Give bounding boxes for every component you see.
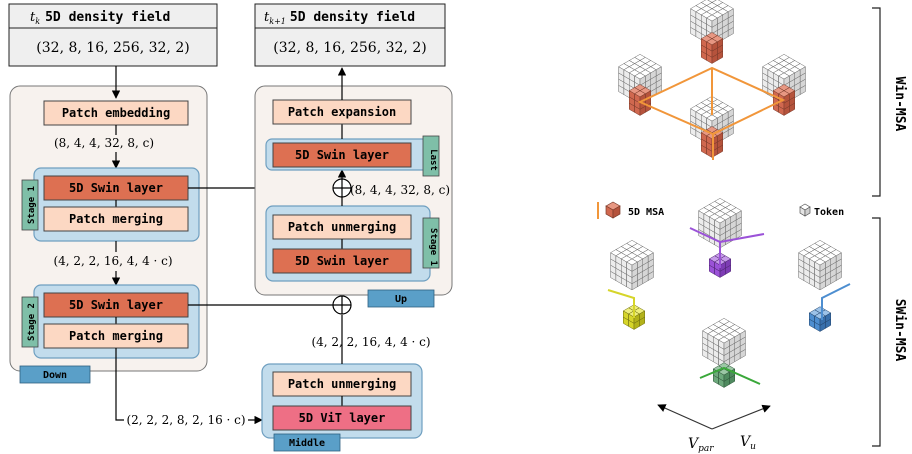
axis-v-par-arrow [657,404,713,430]
legend-token-cube [799,203,811,217]
swin-cluster-right [798,240,842,291]
up-stage1-unmerge-box [272,214,412,240]
middle-shape-in: (2, 2, 2, 8, 2, 16 · c) [126,413,245,427]
up-last-swin-box [272,142,412,168]
middle-tag-label: Middle [289,437,325,449]
axis-v-u-label: Vu [740,434,756,452]
up-last-tag-label: Last [428,149,438,171]
swin-cluster-top [698,198,742,249]
swin-blue-lines [821,283,851,320]
cube-illustration [610,0,842,388]
up-last-swin-label: 5D Swin layer [295,148,389,162]
up-stage1-unmerge-label: Patch unmerging [288,220,396,234]
down-stage1-tag-label: Stage 1 [27,186,37,224]
down-stage2-merge-label: Patch merging [69,329,163,343]
legend-msa-label: 5D MSA [628,207,664,218]
legend-msa-cube [605,201,621,219]
down-stage1-tag [21,179,39,231]
shape-after-embedding: (8, 4, 4, 32, 8, c) [54,136,154,150]
swin-cluster-bottom [702,318,746,369]
swin-green-lines [699,366,761,385]
win-msa-red-top [700,32,724,64]
middle-vit-box [272,405,412,431]
middle-shape-out: (4, 2, 2, 16, 4, 4 · c) [311,335,430,349]
swin-purple-lines [689,227,765,268]
up-stage1-swin-box [272,248,412,274]
up-stage1-tag-label: Stage 1 [428,228,438,266]
swin-cluster-left [610,240,654,291]
input-field-box [8,3,218,67]
swin-msa-bracket [872,217,881,447]
down-stage2-swin-box [43,292,189,318]
down-tag [19,365,91,384]
patch-embedding-label: Patch embedding [62,106,170,120]
axis-v-par-label: Vpar [688,436,714,454]
output-field-box [254,3,446,67]
down-stage1-swin-label: 5D Swin layer [69,181,163,195]
down-stage2-tag-label: Stage 2 [27,303,37,341]
patch-embedding-box [43,100,189,126]
swin-yellow-lines [607,289,635,318]
down-tag-label: Down [43,370,67,381]
down-stage2-merge-box [43,323,189,349]
patch-expansion-label: Patch expansion [288,105,396,119]
up-stage1-swin-label: 5D Swin layer [295,254,389,268]
swin-purple-token [708,252,732,278]
win-msa-bracket [872,7,881,197]
win-cluster-top [690,0,734,47]
down-stage1-merge-box [43,206,189,232]
swin-blue-token [808,306,832,332]
axis-v-u-arrow [711,404,771,430]
middle-tag [273,433,341,452]
up-stage1-tag [422,217,440,269]
swin-yellow-token [622,304,646,330]
down-stage1-merge-label: Patch merging [69,212,163,226]
output-field-shape: (32, 8, 16, 256, 32, 2) [273,40,426,56]
up-shape-skip: (8, 4, 4, 32, 8, c) [350,183,450,197]
up-last-tag [422,135,440,177]
middle-vit-label: 5D ViT layer [299,411,386,425]
swin-msa-label: SWin-MSA [892,299,907,362]
input-field-shape: (32, 8, 16, 256, 32, 2) [36,40,189,56]
swin-green-token [712,362,736,388]
win-msa-label: Win-MSA [892,77,907,132]
down-stage2-tag [21,296,39,348]
down-stage2-swin-label: 5D Swin layer [69,298,163,312]
middle-unmerge-label: Patch unmerging [288,377,396,391]
legend-token-label: Token [814,207,844,218]
middle-unmerge-box [272,371,412,397]
up-tag-label: Up [395,294,407,305]
win-msa-attention-frame [637,66,786,136]
shape-after-stage1: (4, 2, 2, 16, 4, 4 · c) [53,254,172,268]
win-msa-red-left [628,84,652,116]
up-tag [367,289,435,308]
